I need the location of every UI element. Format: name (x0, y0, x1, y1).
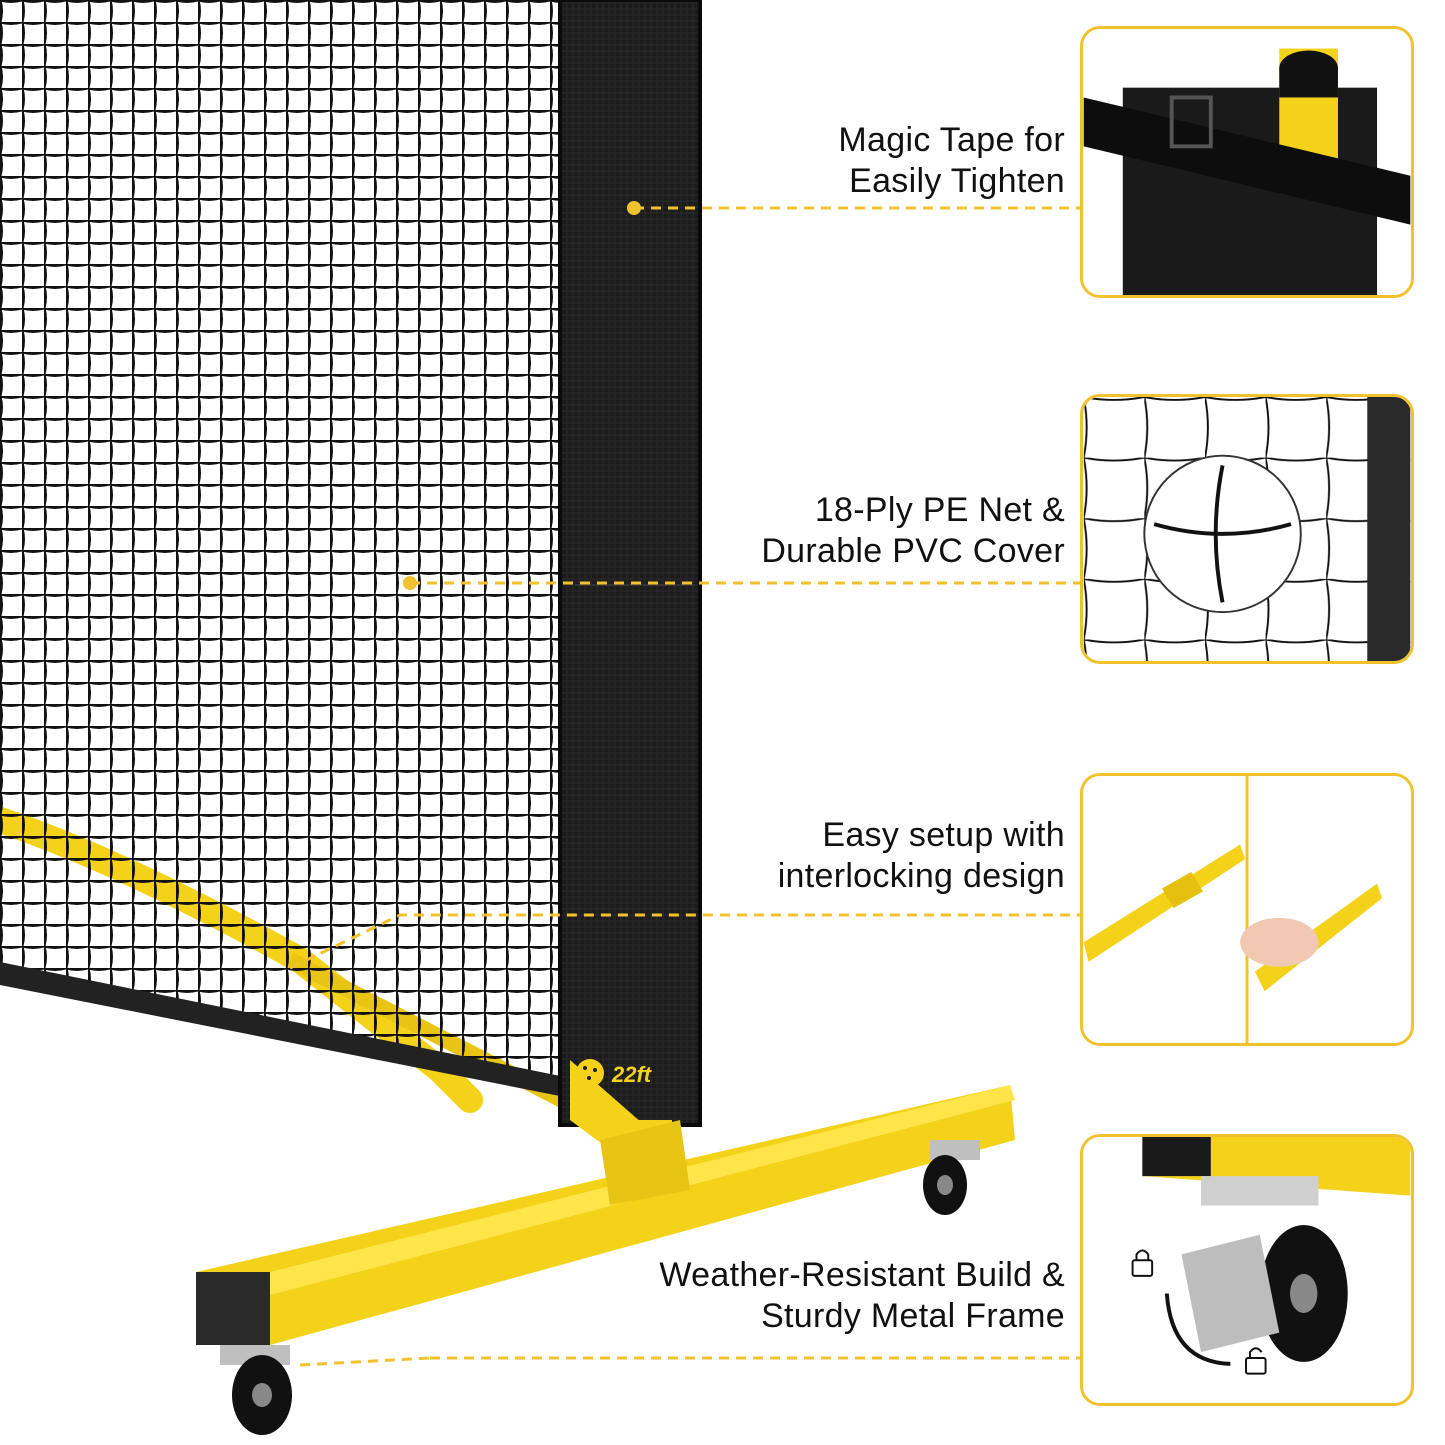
feature-line: Easily Tighten (849, 162, 1065, 200)
caster-wheel-back (923, 1140, 980, 1215)
feature-line: Weather-Resistant Build & (659, 1256, 1065, 1294)
feature-label-pe-net: 18-Ply PE Net & Durable PVC Cover (761, 490, 1065, 572)
feature-line: Magic Tape for (838, 121, 1065, 159)
feature-line: Durable PVC Cover (761, 532, 1065, 570)
feature-label-magic-tape: Magic Tape for Easily Tighten (838, 120, 1065, 202)
feature-label-frame: Weather-Resistant Build & Sturdy Metal F… (659, 1255, 1065, 1337)
unlock-icon (1245, 1347, 1267, 1375)
lock-icon (1131, 1249, 1154, 1277)
caster-wheel-front (220, 1345, 292, 1435)
feature-line: interlocking design (777, 857, 1065, 895)
detail-panel-magic-tape (1080, 26, 1414, 298)
detail-panel-frame (1080, 1134, 1414, 1406)
feature-label-setup: Easy setup with interlocking design (778, 815, 1065, 897)
pickleball-icon (576, 1059, 604, 1087)
detail-panel-net (1080, 394, 1414, 664)
detail-panel-setup (1080, 773, 1414, 1046)
rotate-arrow-icon (1164, 1293, 1231, 1366)
feature-line: 18-Ply PE Net & (814, 491, 1065, 529)
feature-line: Sturdy Metal Frame (761, 1297, 1065, 1335)
size-badge: 22ft (612, 1062, 652, 1087)
feature-line: Easy setup with (822, 816, 1065, 854)
